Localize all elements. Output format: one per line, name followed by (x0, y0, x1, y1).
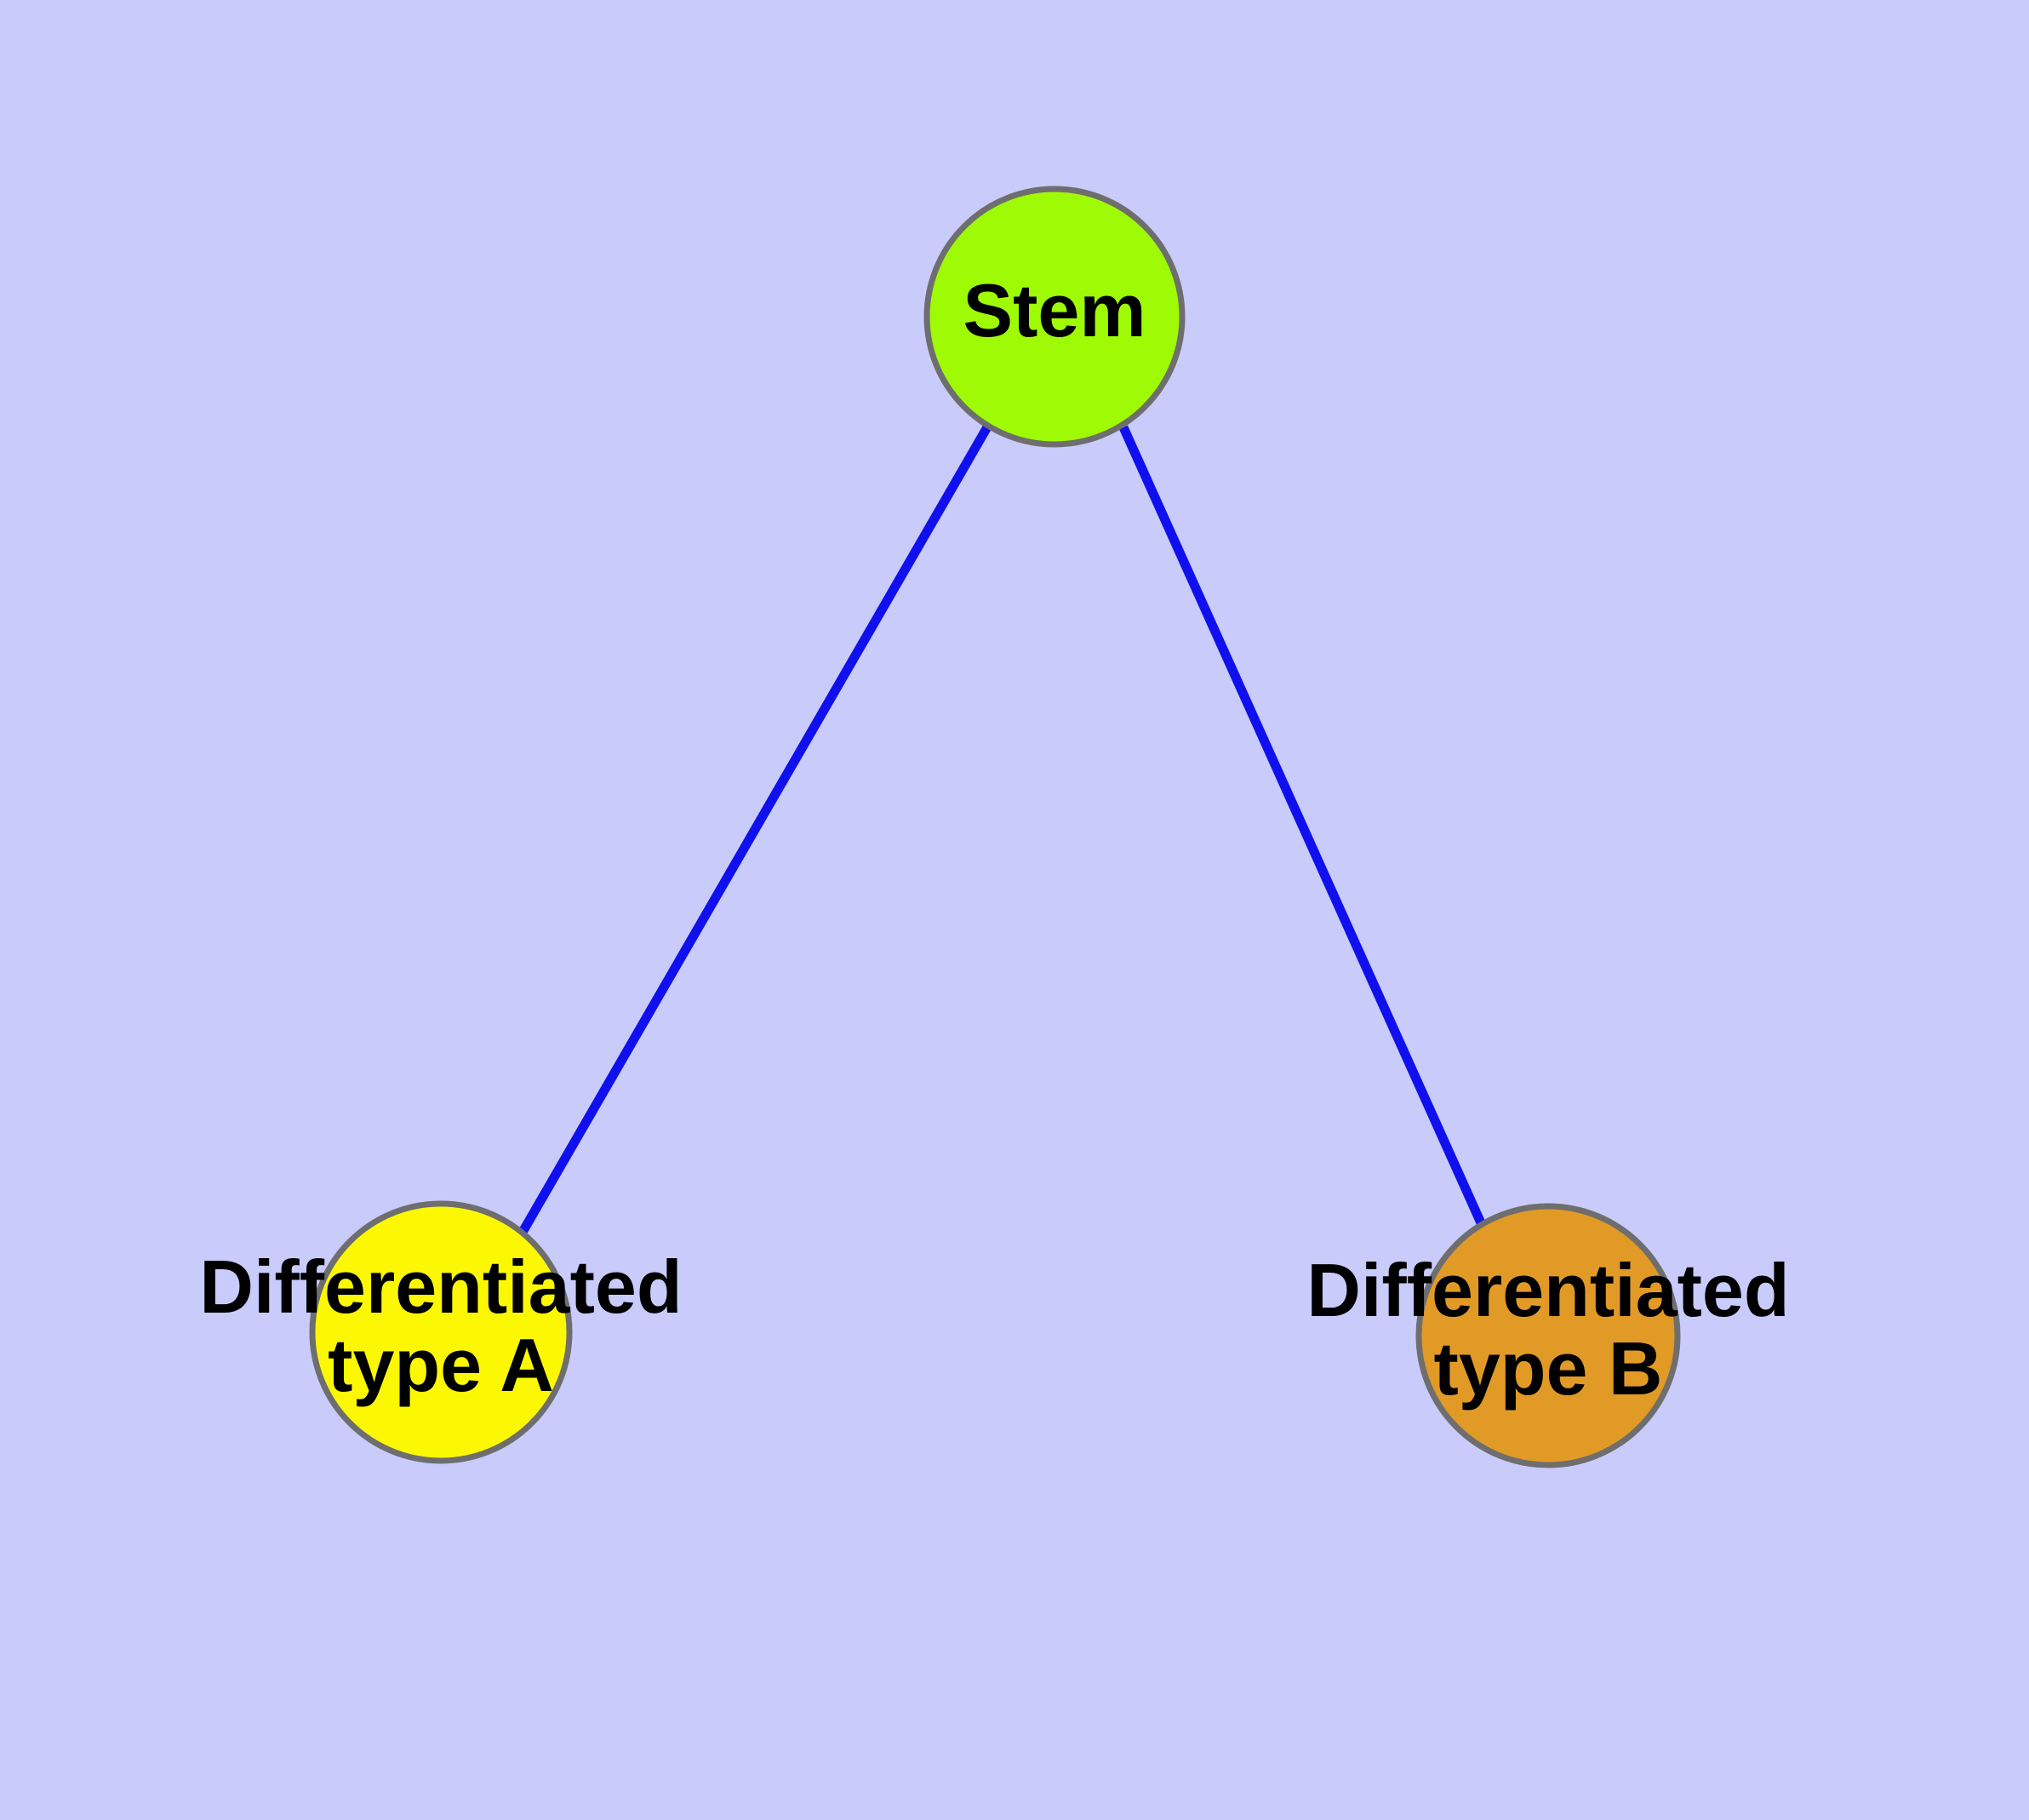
edges-layer (517, 423, 1488, 1236)
label-line: type B (1434, 1326, 1663, 1411)
graph-node-diff_b[interactable] (1415, 1203, 1681, 1468)
label-line: Stem (963, 268, 1146, 352)
graph-node-label-stem: Stem (963, 268, 1146, 352)
graph-node-diff_a[interactable] (309, 1200, 573, 1464)
label-line: type A (328, 1323, 554, 1407)
nodes-layer (309, 186, 1681, 1468)
graph-node-stem[interactable] (923, 186, 1186, 448)
label-line: Differentiated (199, 1245, 682, 1329)
graph-edge[interactable] (517, 423, 992, 1236)
graph-edge[interactable] (1118, 425, 1488, 1229)
label-line: Differentiated (1306, 1248, 1789, 1332)
